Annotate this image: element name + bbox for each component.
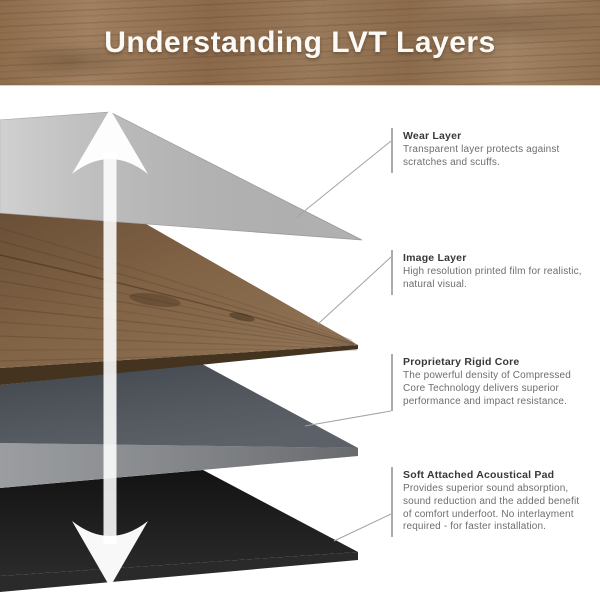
thickness-arrow [72,109,148,587]
rigid-core-sheen [0,364,358,448]
connector-rigid-core [304,410,392,427]
callout-body: The powerful density of Compressed Core … [403,370,571,407]
acoustical-pad-edge [0,552,358,592]
rigid-core-edge-sheen [0,443,358,488]
callout-acoustical-pad: Soft Attached Acoustical Pad Provides su… [391,467,589,538]
callout-title: Soft Attached Acoustical Pad [403,469,555,481]
callout-body: Transparent layer protects against scrat… [403,144,560,168]
arrow-head-down [72,521,148,587]
connector-image-layer [317,256,392,325]
page-title: Understanding LVT Layers [104,25,496,59]
callout-image-layer: Image Layer High resolution printed film… [391,250,600,295]
callout-wear-layer: Wear Layer Transparent layer protects ag… [391,128,575,173]
arrow-head-up [72,109,148,174]
callout-body: Provides superior sound absorption, soun… [403,483,580,533]
image-layer-sheen [0,213,358,368]
callout-title: Image Layer [403,252,467,264]
callout-title: Proprietary Rigid Core [403,356,520,368]
image-layer-edge [0,345,358,385]
image-layer-group [0,213,358,385]
connector-acoustical-pad [333,513,392,542]
callout-title: Wear Layer [403,130,462,142]
acoustical-pad-layer [0,470,358,592]
callout-rigid-core: Proprietary Rigid Core The powerful dens… [391,354,579,412]
callout-body: High resolution printed film for realist… [403,266,582,290]
header-banner: Understanding LVT Layers [0,0,600,86]
arrow-shaft [103,152,117,544]
callout-connectors [296,140,392,542]
rigid-core-layer [0,364,358,488]
connector-wear-layer [296,140,392,218]
